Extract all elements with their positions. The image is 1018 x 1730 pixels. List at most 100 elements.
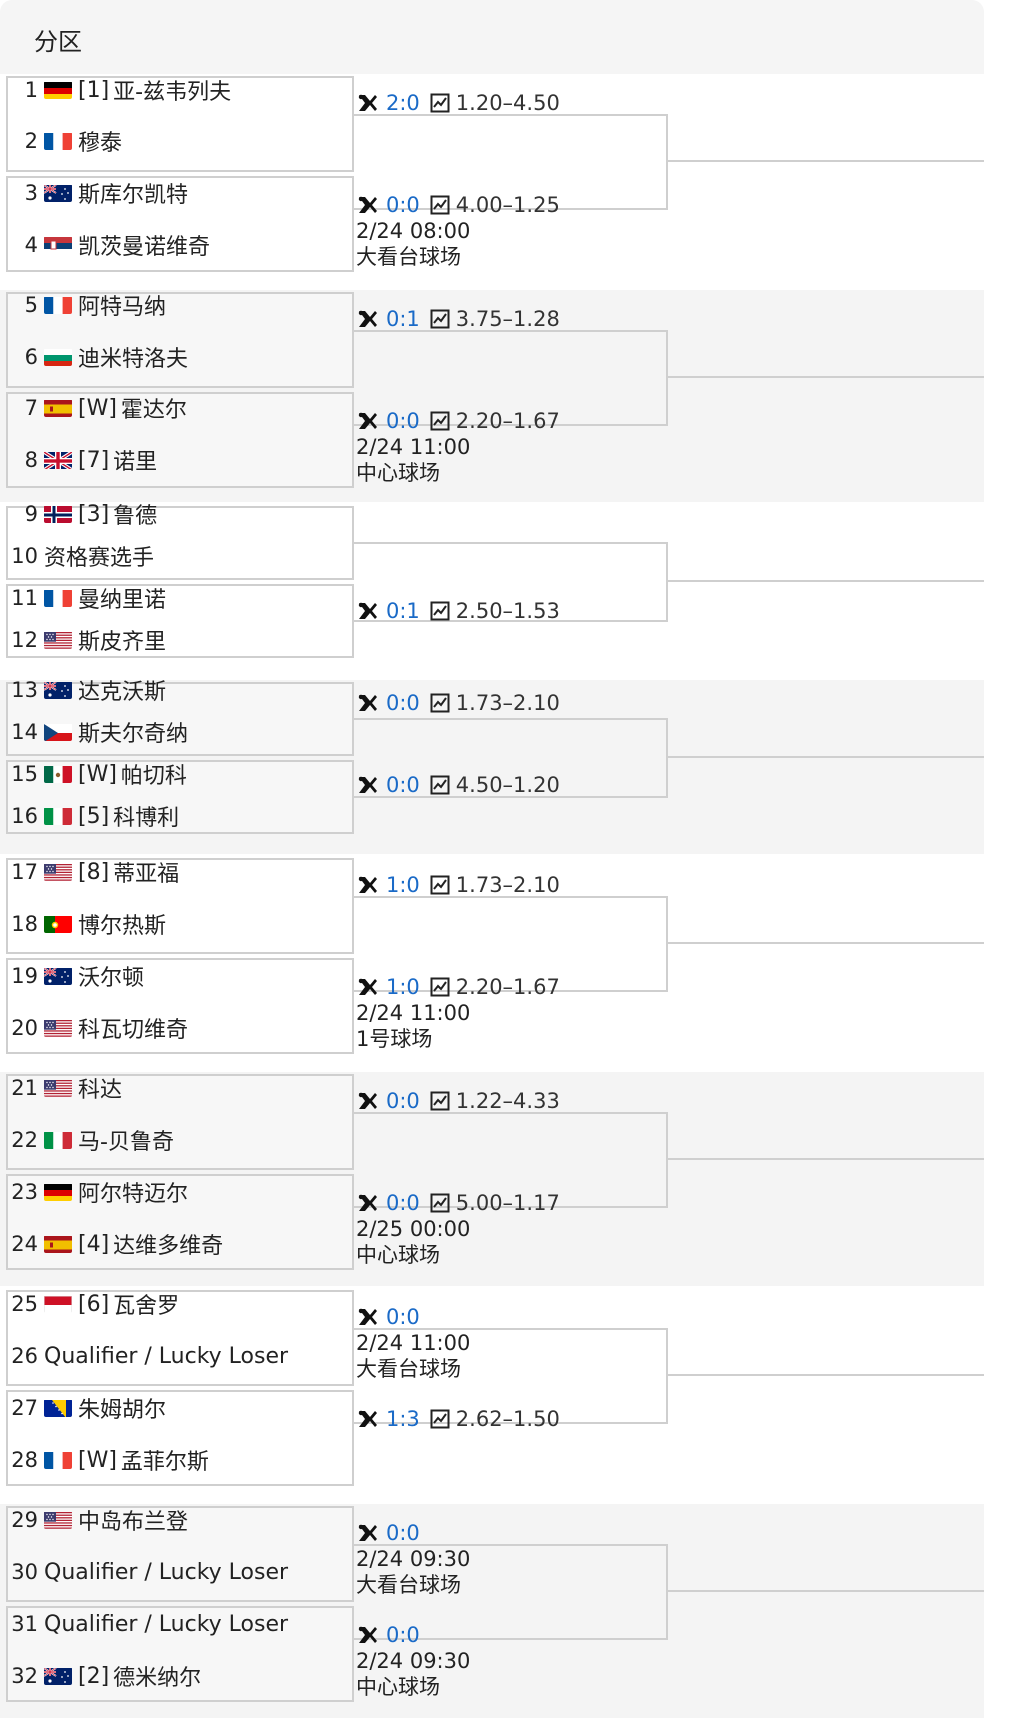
line-chart-icon[interactable]	[430, 1091, 450, 1111]
crossed-rackets-icon[interactable]	[356, 1407, 380, 1431]
player-name[interactable]: 亚-兹韦列夫	[113, 80, 232, 105]
line-chart-icon[interactable]	[430, 1193, 450, 1213]
player-name[interactable]: 斯夫尔奇纳	[78, 722, 189, 747]
crossed-rackets-icon[interactable]	[356, 91, 380, 115]
player-row[interactable]: 16[5]科博利	[8, 798, 352, 834]
player-row[interactable]: 32[2]德米纳尔	[8, 1658, 352, 1694]
player-name[interactable]: 朱姆胡尔	[78, 1398, 167, 1423]
player-name[interactable]: 斯皮齐里	[78, 630, 167, 655]
crossed-rackets-icon[interactable]	[356, 1623, 380, 1647]
player-name[interactable]: 马-贝鲁奇	[78, 1130, 174, 1155]
head-to-head-score[interactable]: 1:0	[386, 975, 420, 999]
player-row[interactable]: 24[4]达维多维奇	[8, 1226, 352, 1262]
player-name[interactable]: 凯茨曼诺维奇	[78, 235, 211, 260]
player-row[interactable]: 15[W]帕切科	[8, 756, 352, 792]
player-name[interactable]: 诺里	[113, 450, 158, 475]
player-name[interactable]: Qualifier / Lucky Loser	[44, 1611, 289, 1637]
head-to-head-score[interactable]: 0:0	[386, 409, 420, 433]
player-name[interactable]: 帕切科	[120, 764, 187, 789]
player-name[interactable]: Qualifier / Lucky Loser	[44, 1559, 289, 1585]
player-name[interactable]: 曼纳里诺	[78, 588, 167, 613]
player-name[interactable]: 鲁德	[113, 504, 158, 529]
player-row[interactable]: 28[W]孟菲尔斯	[8, 1442, 352, 1478]
player-row[interactable]: 1[1]亚-兹韦列夫	[8, 72, 352, 108]
player-row[interactable]: 7[W]霍达尔	[8, 390, 352, 426]
player-row[interactable]: 25[6]瓦舍罗	[8, 1286, 352, 1322]
player-row[interactable]: 17[8]蒂亚福	[8, 854, 352, 890]
player-row[interactable]: 9[3]鲁德	[8, 496, 352, 532]
crossed-rackets-icon[interactable]	[356, 599, 380, 623]
crossed-rackets-icon[interactable]	[356, 409, 380, 433]
player-name[interactable]: 瓦舍罗	[113, 1294, 180, 1319]
player-name[interactable]: 沃尔顿	[78, 966, 145, 991]
head-to-head-score[interactable]: 0:1	[386, 599, 420, 623]
line-chart-icon[interactable]	[430, 309, 450, 329]
player-name[interactable]: 科达	[78, 1078, 123, 1103]
line-chart-icon[interactable]	[430, 93, 450, 113]
player-name[interactable]: 德米纳尔	[113, 1666, 202, 1691]
head-to-head-score[interactable]: 2:0	[386, 91, 420, 115]
head-to-head-score[interactable]: 0:0	[386, 1305, 420, 1329]
player-name[interactable]: 孟菲尔斯	[120, 1450, 209, 1475]
head-to-head-score[interactable]: 1:0	[386, 873, 420, 897]
player-name[interactable]: 蒂亚福	[113, 862, 180, 887]
line-chart-icon[interactable]	[430, 411, 450, 431]
match-odds[interactable]: 2.20–1.67	[455, 409, 560, 433]
player-name[interactable]: 迪米特洛夫	[78, 347, 189, 372]
line-chart-icon[interactable]	[430, 977, 450, 997]
player-name[interactable]: 阿尔特迈尔	[78, 1182, 189, 1207]
match-odds[interactable]: 5.00–1.17	[455, 1191, 560, 1215]
match-odds[interactable]: 3.75–1.28	[455, 307, 560, 331]
line-chart-icon[interactable]	[430, 1409, 450, 1429]
crossed-rackets-icon[interactable]	[356, 873, 380, 897]
head-to-head-score[interactable]: 0:0	[386, 1521, 420, 1545]
line-chart-icon[interactable]	[430, 195, 450, 215]
match-odds[interactable]: 1.22–4.33	[455, 1089, 560, 1113]
player-name[interactable]: 中岛布兰登	[78, 1510, 189, 1535]
line-chart-icon[interactable]	[430, 775, 450, 795]
head-to-head-score[interactable]: 0:0	[386, 193, 420, 217]
player-name[interactable]: 霍达尔	[120, 398, 187, 423]
line-chart-icon[interactable]	[430, 601, 450, 621]
match-odds[interactable]: 4.00–1.25	[455, 193, 560, 217]
crossed-rackets-icon[interactable]	[356, 1089, 380, 1113]
player-name[interactable]: 博尔热斯	[78, 914, 167, 939]
player-name[interactable]: 达维多维奇	[113, 1234, 224, 1259]
player-name[interactable]: 科瓦切维奇	[78, 1018, 189, 1043]
player-name[interactable]: 达克沃斯	[78, 680, 167, 705]
player-name[interactable]: 斯库尔凯特	[78, 183, 189, 208]
match-odds[interactable]: 4.50–1.20	[455, 773, 560, 797]
player-row[interactable]: 8[7]诺里	[8, 442, 352, 478]
crossed-rackets-icon[interactable]	[356, 975, 380, 999]
